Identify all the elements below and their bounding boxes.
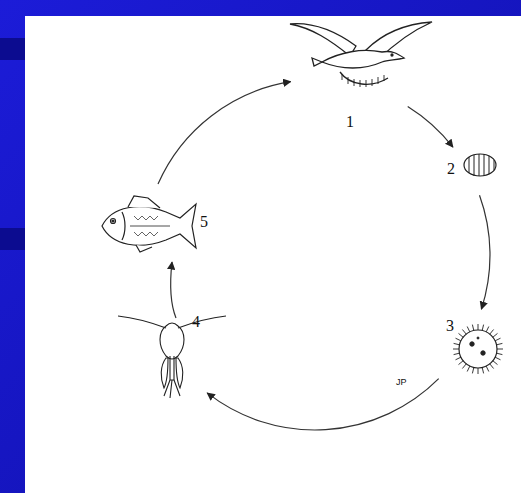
cilium	[497, 343, 503, 344]
callout-number: 3	[446, 318, 454, 334]
cilium	[472, 325, 473, 331]
white-panel	[25, 16, 521, 493]
callout-number: 1	[346, 114, 354, 130]
cilium	[482, 368, 483, 374]
cilium	[453, 349, 459, 350]
cilium	[495, 338, 500, 341]
cilium	[456, 338, 461, 341]
callout-number: 4	[192, 314, 200, 330]
cycle-arrows	[158, 82, 490, 430]
callout-number: 2	[447, 161, 455, 177]
cilium	[454, 353, 460, 354]
gull-figure	[290, 22, 432, 87]
fish-figure	[102, 196, 196, 252]
cilium	[478, 368, 479, 374]
coracidium-figure	[453, 324, 503, 374]
cilium	[482, 325, 483, 331]
cilium	[462, 330, 466, 335]
cilium	[467, 366, 470, 371]
cilium	[456, 357, 461, 360]
cilium	[478, 324, 479, 330]
cilium	[454, 343, 460, 344]
cilium	[490, 330, 494, 335]
cilium	[472, 368, 473, 374]
cilium	[497, 349, 503, 350]
cilium	[459, 333, 464, 337]
cilium	[486, 366, 489, 371]
cilium	[493, 361, 498, 365]
copepod-figure	[118, 316, 226, 398]
egg-figure	[464, 154, 496, 176]
cilium	[490, 364, 494, 369]
cilium	[459, 361, 464, 365]
cilium	[462, 364, 466, 369]
callout-number: 5	[200, 214, 208, 230]
cilium	[497, 353, 503, 354]
cilium	[495, 357, 500, 360]
cilium	[493, 333, 498, 337]
author-initials: JP	[396, 378, 407, 387]
cilium	[486, 327, 489, 332]
cilium	[467, 327, 470, 332]
